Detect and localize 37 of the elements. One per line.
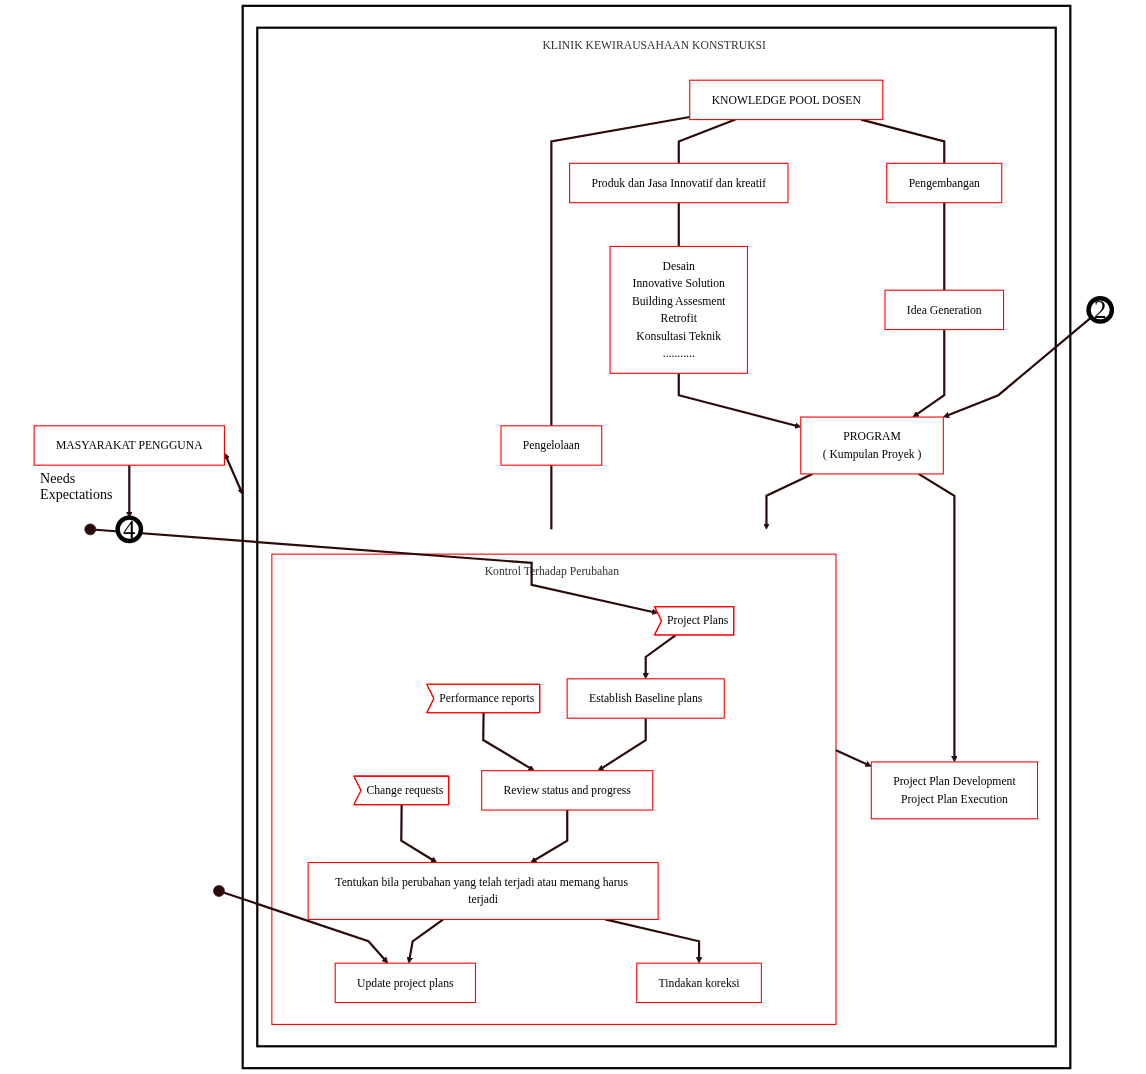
arrow <box>482 713 535 771</box>
node-box: Establish Baseline plans <box>566 678 725 719</box>
arrow <box>400 804 438 863</box>
connector <box>677 118 736 164</box>
node-box: Pengelolaan <box>500 425 603 466</box>
arrow <box>597 718 647 771</box>
bullet-item: Expectations <box>40 487 113 504</box>
node-box: MASYARAKAT PENGGUNA <box>33 425 225 466</box>
arrow <box>95 528 659 615</box>
connector <box>860 118 946 164</box>
node-circle: 4 <box>115 515 144 544</box>
connector <box>550 115 690 426</box>
node-box: Produk dan Jasa Innovatif dan kreatif <box>569 162 789 204</box>
arrow <box>912 329 946 418</box>
node-box: Tindakan koreksi <box>636 962 762 1004</box>
connector <box>677 202 680 247</box>
arrow <box>835 749 872 767</box>
node-box: Review status and progress <box>481 770 654 811</box>
node-box: Pengembangan <box>886 162 1003 204</box>
node-box: Desain Innovative Solution Building Assesment Retrofit Konsultasi Teknik ........... <box>609 245 748 374</box>
arrow <box>406 918 444 964</box>
node-circle: 2 <box>1086 296 1115 324</box>
node-box: PROGRAM ( Kumpulan Proyek ) <box>800 416 944 475</box>
connector <box>943 202 946 291</box>
node-box: Update project plans <box>334 962 477 1004</box>
arrow <box>918 473 958 763</box>
node-box: Idea Generation <box>884 289 1005 331</box>
node-box: KNOWLEDGE POOL DOSEN <box>689 79 884 121</box>
arrow <box>763 472 813 530</box>
node-box: Project Plan Development Project Plan Execution <box>870 761 1039 820</box>
arrow <box>530 810 569 863</box>
connector <box>550 465 553 530</box>
node-box: Tentukan bila perubahan yang telah terjadi atau memang harus terjadi <box>307 862 659 920</box>
arrow <box>943 316 1092 418</box>
bullet-item: Needs <box>40 471 76 488</box>
arrow <box>604 918 703 964</box>
arrow <box>223 891 389 964</box>
